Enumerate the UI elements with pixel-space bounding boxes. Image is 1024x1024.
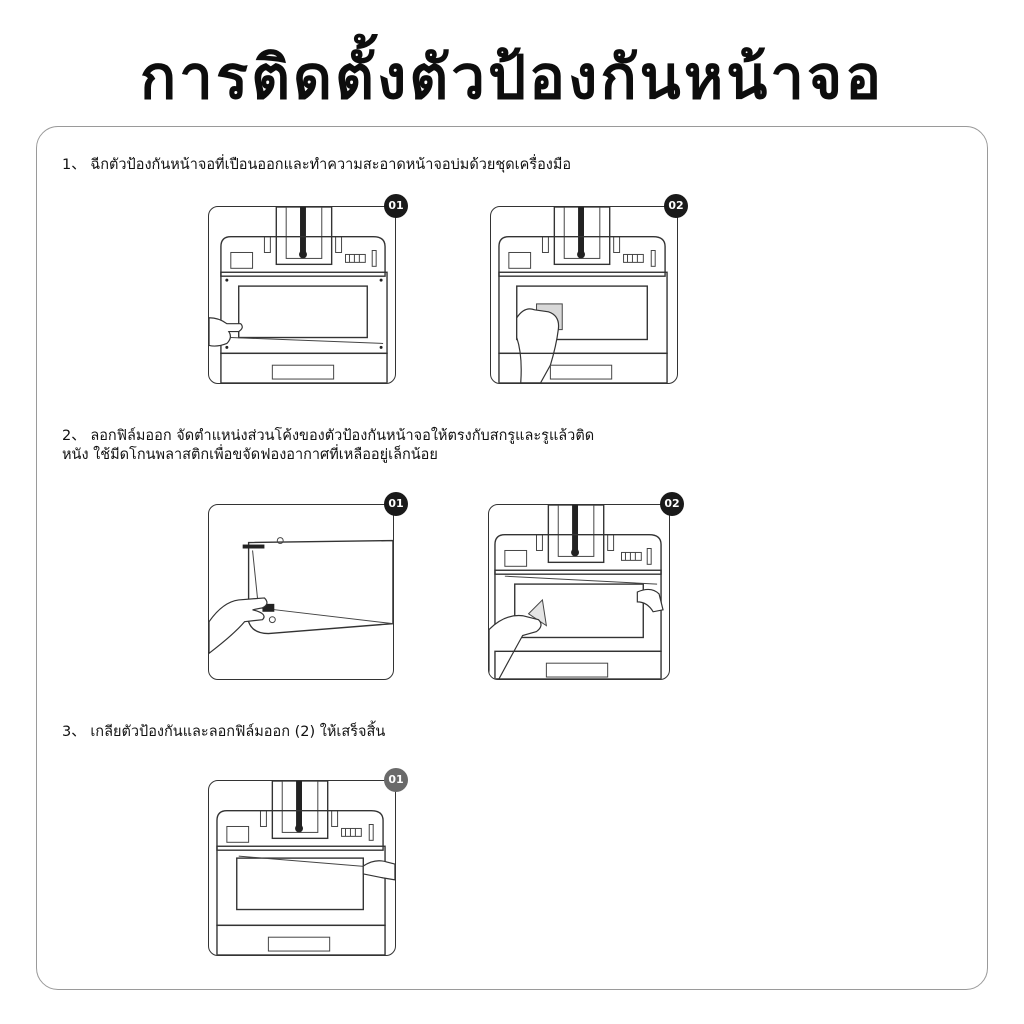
step-2-text: 2、 ลอกฟิล์มออก จัดตำแหน่งส่วนโค้งของตัวป… <box>62 427 594 465</box>
step-3-figure-1 <box>208 780 396 956</box>
step-2-line-1: 2、 ลอกฟิล์มออก จัดตำแหน่งส่วนโค้งของตัวป… <box>62 428 595 444</box>
step-1-figure-1 <box>208 206 396 384</box>
step-1-figure-2 <box>490 206 678 384</box>
step-2-figure-2 <box>488 504 670 680</box>
printer-illustration <box>209 207 388 383</box>
step-2-badge-02: 02 <box>660 492 684 516</box>
step-3-text: 3、 เกลียตัวป้องกันและลอกฟิล์มออก (2) ให้… <box>62 723 385 742</box>
printer-illustration <box>489 505 664 679</box>
step-3-line-1: 3、 เกลียตัวป้องกันและลอกฟิล์มออก (2) ให้… <box>62 724 386 740</box>
printer-illustration <box>498 207 668 383</box>
step-2-badge-01: 01 <box>384 492 408 516</box>
step-2-line-2: หนัง ใช้มีดโกนพลาสติกเพื่อขจัดฟองอากาศที… <box>62 447 438 463</box>
page-title: การติดตั้งตัวป้องกันหน้าจอ <box>139 43 885 113</box>
step-1-badge-01: 01 <box>384 194 408 218</box>
instructions-panel <box>36 126 988 990</box>
step-1-line-1: 1、 ฉีกตัวป้องกันหน้าจอที่เปือนออกและทำคว… <box>62 157 572 173</box>
film-peel-illustration <box>209 537 393 655</box>
step-2-figure-1 <box>208 504 394 680</box>
step-1-badge-02: 02 <box>664 194 688 218</box>
step-1-text: 1、 ฉีกตัวป้องกันหน้าจอที่เปือนออกและทำคว… <box>62 156 571 175</box>
step-3-badge-01: 01 <box>384 768 408 792</box>
printer-illustration <box>216 781 395 955</box>
